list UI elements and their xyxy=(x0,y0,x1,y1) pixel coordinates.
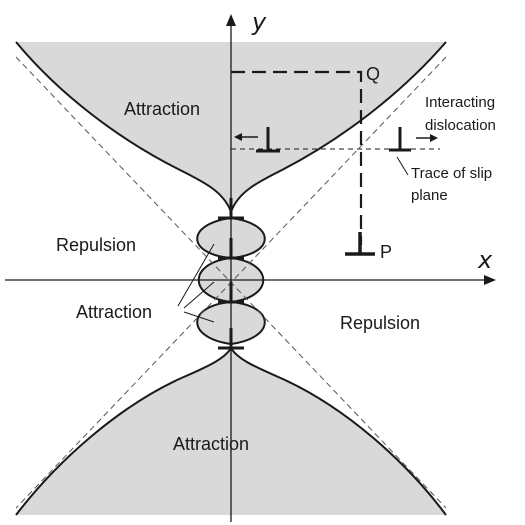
dislocation-symbol-right xyxy=(389,127,411,152)
attraction-center-label: Attraction xyxy=(76,302,152,322)
slip-plane-label-line1: Trace of slip xyxy=(411,165,492,182)
y-axis-arrowhead xyxy=(226,14,236,26)
arrow-icon-left xyxy=(234,133,258,141)
dislocation-symbol-left xyxy=(256,127,280,153)
dislocation-wall xyxy=(218,198,244,350)
point-p-label: P xyxy=(380,242,392,262)
x-axis-label: x xyxy=(477,246,493,274)
boundary-curve-top-left xyxy=(15,41,232,213)
arrow-icon-right xyxy=(416,134,438,142)
q-construction-dashed-lines xyxy=(231,70,363,245)
repulsion-right-label: Repulsion xyxy=(340,313,420,333)
boundary-curve-bottom-right xyxy=(230,347,447,516)
attraction-bottom-label: Attraction xyxy=(173,434,249,454)
y-axis-label: y xyxy=(251,8,267,36)
trace-leader-line xyxy=(396,156,409,176)
interacting-dislocation-label-line2: dislocation xyxy=(425,117,496,134)
dislocation-symbol-p xyxy=(345,232,375,256)
slip-plane-label-line2: plane xyxy=(411,187,448,204)
boundary-curve-top-right xyxy=(230,41,447,213)
repulsion-left-label: Repulsion xyxy=(56,235,136,255)
attraction-top-label: Attraction xyxy=(124,99,200,119)
boundary-curve-bottom-left xyxy=(15,347,232,516)
point-q-label: Q xyxy=(366,64,380,84)
x-axis-arrowhead xyxy=(484,275,496,285)
interacting-dislocation-label-line1: Interacting xyxy=(425,94,495,111)
attraction-center-leaders xyxy=(177,243,215,323)
